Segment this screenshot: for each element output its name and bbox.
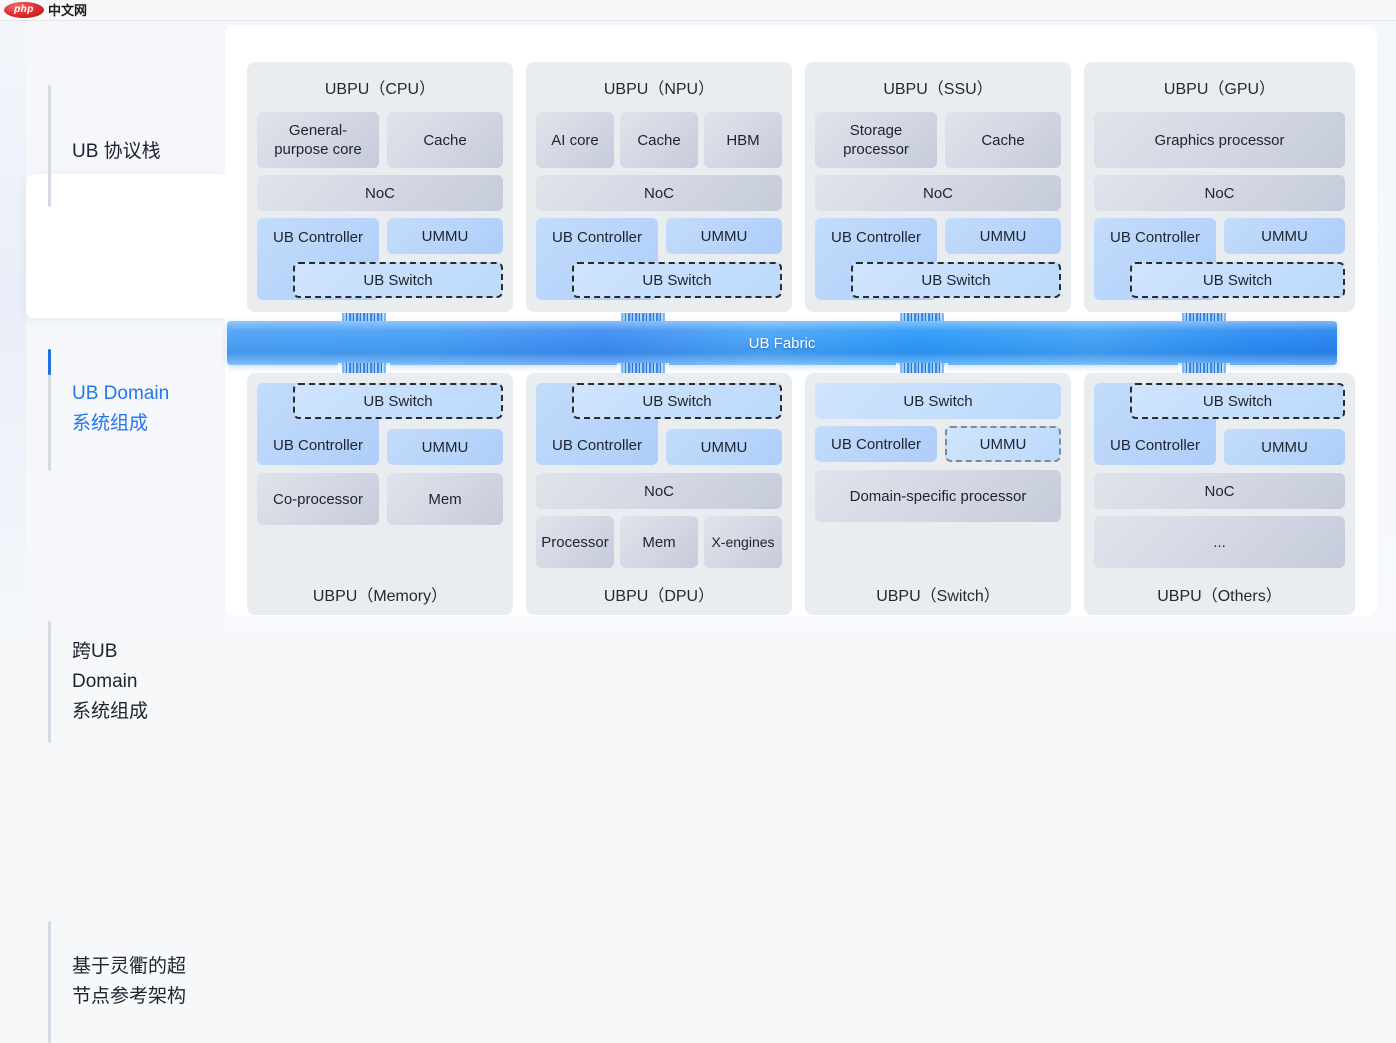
ribbon-connector-others-bottom: [1178, 363, 1230, 376]
ribbon-connector-memory-bottom: [338, 363, 390, 376]
block-hbm[interactable]: HBM: [704, 112, 782, 168]
block-graphics-processor[interactable]: Graphics processor: [1094, 112, 1345, 168]
ub-fabric-bar[interactable]: UB Fabric: [227, 321, 1337, 365]
block-co-processor[interactable]: Co-processor: [257, 473, 379, 525]
block-ellipsis[interactable]: ...: [1094, 516, 1345, 568]
unit-ubpu-npu[interactable]: UBPU（NPU） AI core Cache HBM NoC UB Contr…: [526, 62, 792, 312]
block-cache[interactable]: Cache: [620, 112, 698, 168]
unit-ubpu-others[interactable]: UB Controller UB Switch UMMU NoC ... UBP…: [1084, 373, 1355, 615]
unit-title: UBPU（SSU）: [883, 81, 993, 98]
block-storage-processor[interactable]: Storage processor: [815, 112, 937, 168]
block-cache[interactable]: Cache: [387, 112, 503, 168]
unit-ubpu-memory[interactable]: UB Controller UB Switch UMMU Co-processo…: [247, 373, 513, 615]
block-ummu[interactable]: UMMU: [666, 429, 782, 465]
block-x-engines[interactable]: X-engines: [704, 516, 782, 568]
sidebar-item-lingqu-reference-arch[interactable]: 基于灵衢的超 节点参考架构: [26, 471, 225, 1043]
content-card: UBPU（CPU） General- purpose core Cache No…: [225, 25, 1377, 616]
block-ub-switch[interactable]: UB Switch: [1130, 262, 1345, 298]
block-ummu[interactable]: UMMU: [945, 426, 1061, 462]
sidebar-item-label: 基于灵衢的超 节点参考架构: [72, 956, 187, 1007]
left-gradient-strip: [0, 21, 26, 631]
sidebar-rail: [48, 85, 51, 207]
brand-name: 中文网: [48, 2, 88, 18]
block-ub-switch[interactable]: UB Switch: [851, 262, 1061, 298]
sidebar-active-card: [26, 174, 225, 318]
block-mem[interactable]: Mem: [387, 473, 503, 525]
ribbon-connector-switch-bottom: [896, 363, 948, 376]
php-badge-icon: php: [4, 2, 44, 18]
ub-fabric-label: UB Fabric: [748, 334, 816, 352]
ribbon-connector-dpu-bottom: [617, 363, 669, 376]
unit-title: UBPU（Others）: [1157, 588, 1282, 605]
block-cache[interactable]: Cache: [945, 112, 1061, 168]
sidebar-item-ub-domain[interactable]: UB Domain 系统组成: [26, 185, 225, 471]
block-ummu[interactable]: UMMU: [945, 218, 1061, 254]
unit-title: UBPU（Memory）: [312, 588, 448, 605]
block-ub-switch[interactable]: UB Switch: [815, 383, 1061, 419]
unit-ubpu-ssu[interactable]: UBPU（SSU） Storage processor Cache NoC UB…: [805, 62, 1071, 312]
sidebar-item-label: 跨UB Domain 系统组成: [72, 641, 149, 722]
unit-title: UBPU（GPU）: [1163, 81, 1276, 98]
block-processor[interactable]: Processor: [536, 516, 614, 568]
block-ub-switch[interactable]: UB Switch: [572, 383, 782, 419]
unit-title: UBPU（NPU）: [603, 81, 715, 98]
block-noc[interactable]: NoC: [257, 175, 503, 211]
ub-domain-architecture-diagram: UBPU（CPU） General- purpose core Cache No…: [225, 25, 1377, 616]
block-general-purpose-core[interactable]: General- purpose core: [257, 112, 379, 168]
sidebar-item-label: UB 协议栈: [72, 141, 161, 162]
block-ummu[interactable]: UMMU: [666, 218, 782, 254]
unit-ubpu-cpu[interactable]: UBPU（CPU） General- purpose core Cache No…: [247, 62, 513, 312]
block-ummu[interactable]: UMMU: [1224, 218, 1345, 254]
sidebar-rail: [48, 921, 51, 1043]
unit-title: UBPU（Switch）: [876, 588, 1000, 605]
page-body: UB 协议栈 UB Domain 系统组成 跨UB Domain 系统组成 基于…: [0, 21, 1396, 1043]
block-noc[interactable]: NoC: [1094, 175, 1345, 211]
sidebar-item-cross-ub-domain[interactable]: 跨UB Domain 系统组成: [26, 321, 225, 743]
unit-title: UBPU（CPU）: [324, 81, 436, 98]
block-noc[interactable]: NoC: [1094, 473, 1345, 509]
sidebar-item-label: UB Domain 系统组成: [72, 383, 170, 434]
block-domain-specific-processor[interactable]: Domain-specific processor: [815, 470, 1061, 522]
block-ai-core[interactable]: AI core: [536, 112, 614, 168]
block-noc[interactable]: NoC: [536, 473, 782, 509]
sidebar-rail: [48, 349, 51, 471]
block-ummu[interactable]: UMMU: [387, 218, 503, 254]
unit-ubpu-switch[interactable]: UB Switch UB Controller UMMU Domain-spec…: [805, 373, 1071, 615]
block-ummu[interactable]: UMMU: [387, 429, 503, 465]
sidebar: UB 协议栈 UB Domain 系统组成 跨UB Domain 系统组成 基于…: [26, 21, 225, 1043]
sidebar-rail: [48, 621, 51, 743]
unit-title: UBPU（DPU）: [603, 588, 715, 605]
block-ub-controller[interactable]: UB Controller: [815, 426, 937, 462]
block-noc[interactable]: NoC: [536, 175, 782, 211]
block-ub-switch[interactable]: UB Switch: [293, 262, 503, 298]
block-ub-switch[interactable]: UB Switch: [1130, 383, 1345, 419]
sidebar-item-ub-protocol-stack[interactable]: UB 协议栈: [26, 53, 225, 207]
block-ub-switch[interactable]: UB Switch: [293, 383, 503, 419]
site-logo[interactable]: php 中文网: [0, 1, 87, 20]
unit-ubpu-dpu[interactable]: UB Controller UB Switch UMMU NoC Process…: [526, 373, 792, 615]
block-mem[interactable]: Mem: [620, 516, 698, 568]
sidebar-active-indicator: [48, 349, 51, 375]
block-ub-switch[interactable]: UB Switch: [572, 262, 782, 298]
block-noc[interactable]: NoC: [815, 175, 1061, 211]
unit-ubpu-gpu[interactable]: UBPU（GPU） Graphics processor NoC UB Cont…: [1084, 62, 1355, 312]
block-ummu[interactable]: UMMU: [1224, 429, 1345, 465]
brand-bar: php 中文网: [0, 0, 1396, 21]
